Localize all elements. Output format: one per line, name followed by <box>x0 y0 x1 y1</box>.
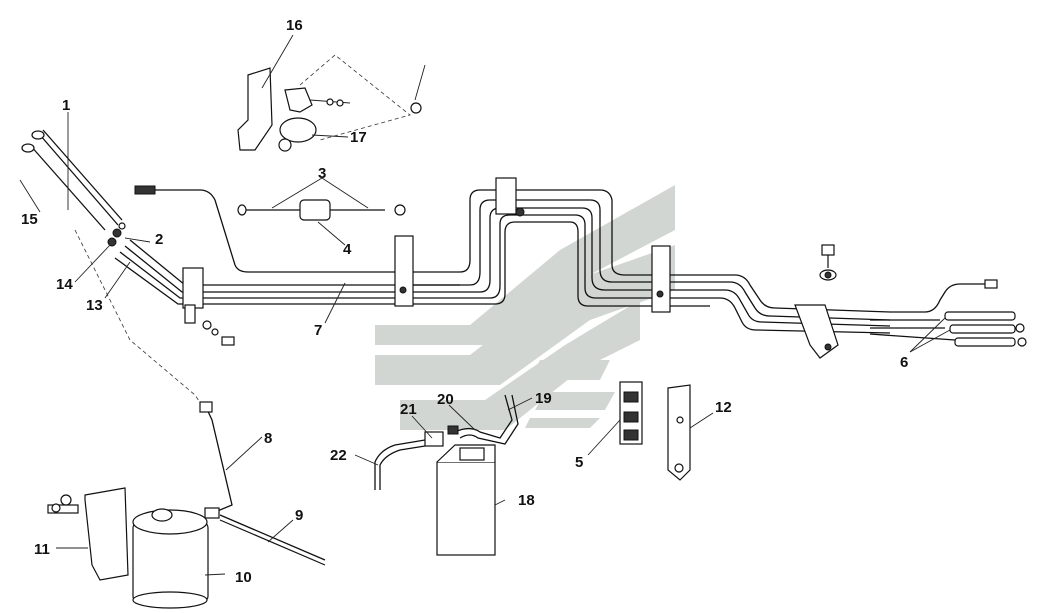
bundle-clamps <box>182 177 839 359</box>
callout-8: 8 <box>264 430 272 447</box>
brake-line-bundle <box>114 185 998 341</box>
strap-bracket <box>667 384 691 481</box>
callout-5: 5 <box>575 454 583 471</box>
callout-11: 11 <box>34 541 50 558</box>
small-fasteners <box>202 320 235 346</box>
mounting-bracket <box>237 54 426 152</box>
callout-6: 6 <box>900 354 908 371</box>
connector-block <box>619 381 643 445</box>
callout-9: 9 <box>295 507 303 524</box>
callout-14: 14 <box>56 276 73 293</box>
callout-16: 16 <box>286 17 303 34</box>
callout-3: 3 <box>318 165 326 182</box>
callout-4: 4 <box>343 241 352 258</box>
callout-20: 20 <box>437 391 454 408</box>
callout-21: 21 <box>400 401 417 418</box>
callout-7: 7 <box>314 322 322 339</box>
canister-bracket <box>47 487 129 581</box>
bolt <box>819 244 837 281</box>
callout-2: 2 <box>155 231 163 248</box>
hose-fittings <box>944 311 1027 347</box>
callout-18: 18 <box>518 492 535 509</box>
leader-lines <box>19 34 951 576</box>
callout-17: 17 <box>350 129 367 146</box>
callout-15: 15 <box>21 211 38 228</box>
inline-fuel-filter <box>237 199 406 221</box>
vent-hoses <box>21 129 206 411</box>
callout-22: 22 <box>330 447 347 464</box>
charcoal-canister <box>132 508 209 609</box>
callout-19: 19 <box>535 390 552 407</box>
callout-labels: 1 2 3 4 5 6 7 8 9 10 11 12 13 14 15 16 1… <box>21 17 908 586</box>
callout-10: 10 <box>235 569 252 586</box>
watermark-logo <box>375 185 675 430</box>
callout-1: 1 <box>62 97 70 114</box>
vapor-line <box>199 401 326 566</box>
callout-13: 13 <box>86 297 103 314</box>
callout-12: 12 <box>715 399 732 416</box>
